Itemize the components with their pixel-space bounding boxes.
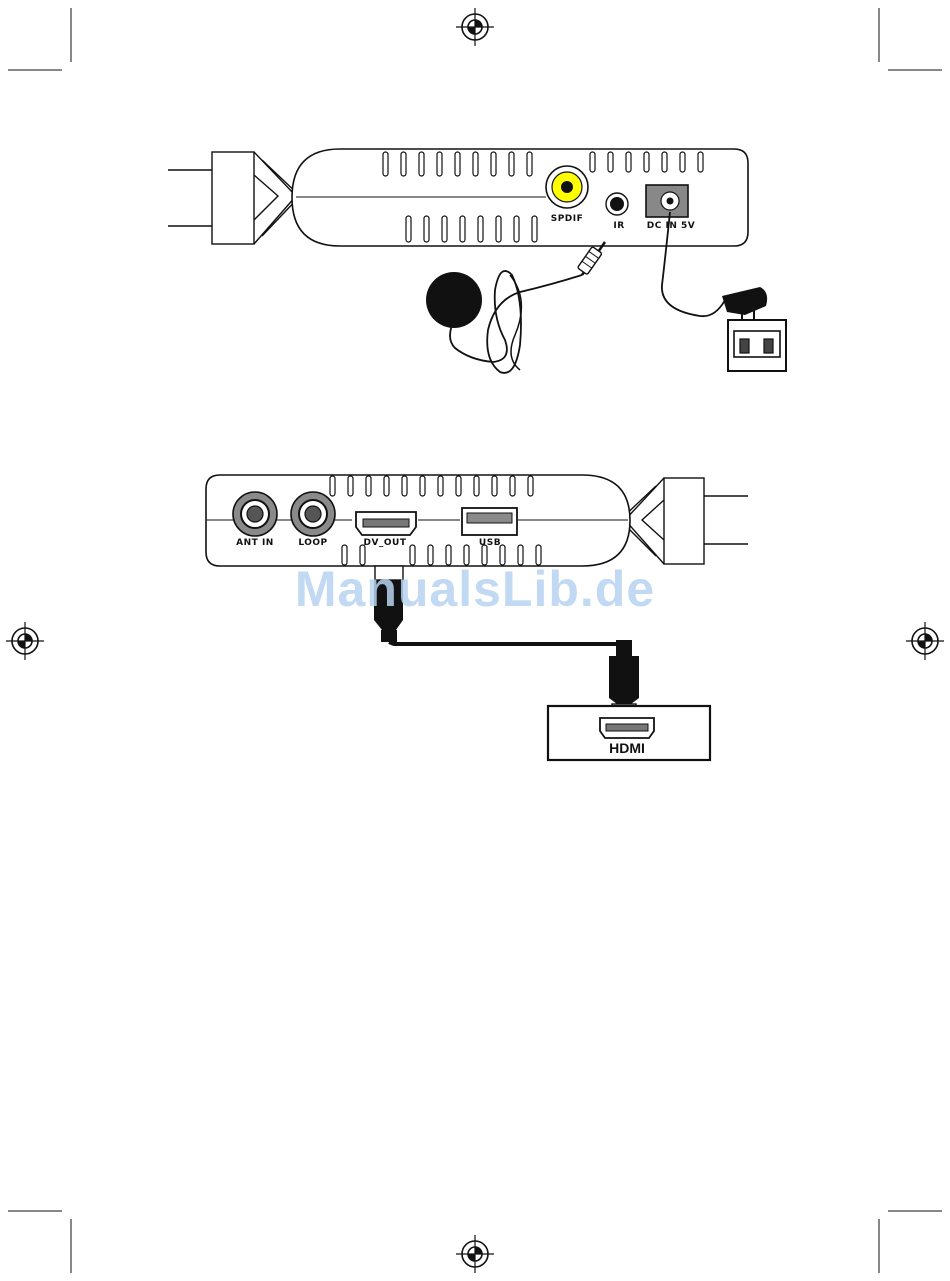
ant-in-connector xyxy=(233,492,277,536)
loop-connector xyxy=(291,492,335,536)
tv-plug-right xyxy=(620,478,748,564)
ir-jack xyxy=(606,193,628,215)
spdif-label: SPDIF xyxy=(551,214,584,224)
dv-out-label: DV_OUT xyxy=(363,538,406,548)
tv-plug-left xyxy=(168,152,300,244)
dv-out-port xyxy=(356,512,416,535)
ant-in-label: ANT IN xyxy=(236,538,274,548)
dc-in-label: DC IN 5V xyxy=(647,221,695,231)
registration-mark-left xyxy=(6,622,44,660)
usb-port xyxy=(462,508,517,535)
ir-sensor-head xyxy=(426,272,482,328)
dc-in-jack xyxy=(646,185,688,217)
ir-label: IR xyxy=(613,221,624,231)
loop-label: LOOP xyxy=(298,538,327,548)
receiver-top-view: SPDIF IR DC IN 5V xyxy=(168,149,748,246)
spdif-jack xyxy=(546,166,588,208)
registration-mark-bottom xyxy=(456,1235,494,1273)
registration-mark-top xyxy=(456,8,494,46)
receiver-bottom-view: ANT IN LOOP DV_OUT USB xyxy=(206,475,748,566)
ir-sensor-cable xyxy=(426,242,605,373)
usb-label: USB xyxy=(479,538,501,548)
hdmi-label: HDMI xyxy=(609,740,645,756)
registration-mark-right xyxy=(906,622,944,660)
watermark-text: ManualsLib.de xyxy=(295,561,655,617)
